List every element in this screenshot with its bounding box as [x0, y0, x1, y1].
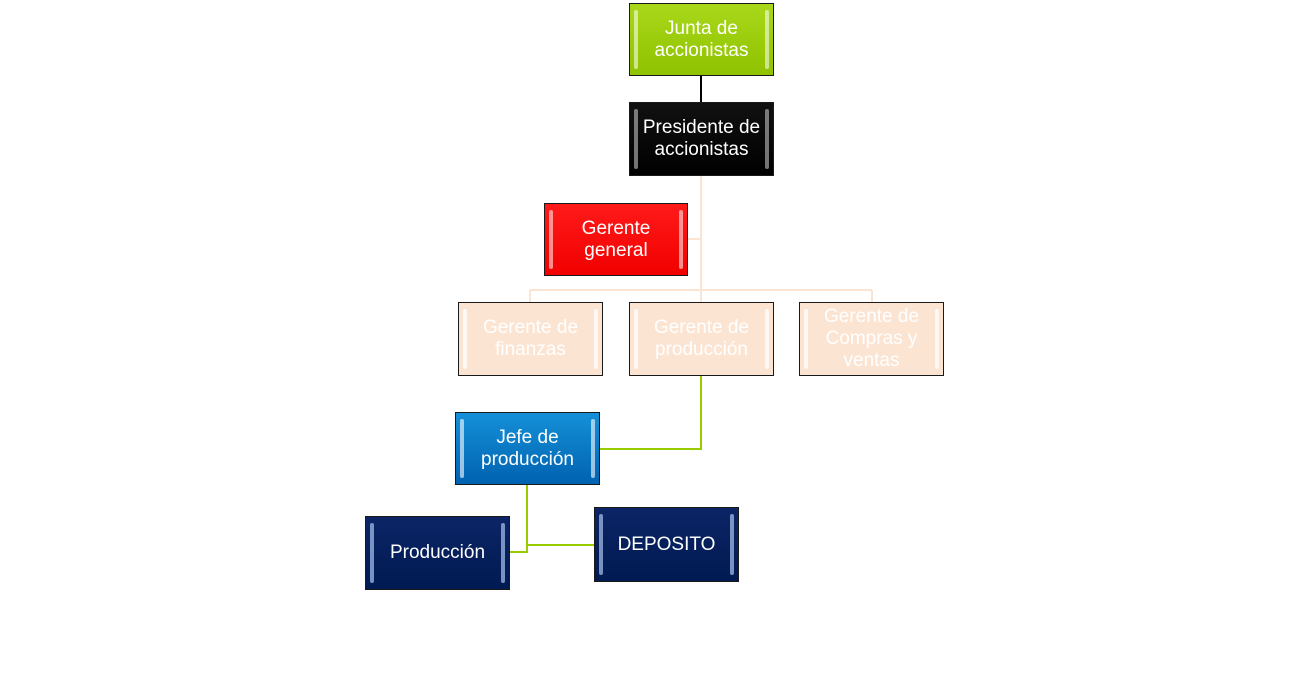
- produccion-box[interactable]: Producción: [365, 516, 510, 590]
- gerente-general-label: Gerente general: [581, 217, 651, 261]
- gerente-finanzas-label: Gerente de finanzas: [482, 317, 579, 360]
- deposito-box[interactable]: DEPOSITO: [594, 507, 739, 582]
- connector-green-group: [510, 376, 702, 553]
- junta-accionistas-label: Junta de accionistas: [654, 17, 749, 61]
- gerente-produccion-box[interactable]: Gerente de producción: [629, 302, 774, 376]
- presidente-box[interactable]: Presidente de accionistas: [629, 102, 774, 176]
- produccion-label: Producción: [389, 542, 486, 563]
- jefe-produccion-label: Jefe de producción: [481, 426, 574, 470]
- junta-accionistas-box[interactable]: Junta de accionistas: [629, 3, 774, 76]
- gerente-general-box[interactable]: Gerente general: [544, 203, 688, 276]
- deposito-label: DEPOSITO: [617, 533, 716, 555]
- jefe-produccion-box[interactable]: Jefe de producción: [455, 412, 600, 485]
- gerente-produccion-label: Gerente de producción: [653, 317, 750, 360]
- gerente-compras-label: Gerente de Compras y ventas: [823, 306, 920, 371]
- connector-faded-group: [529, 176, 873, 302]
- presidente-label: Presidente de accionistas: [642, 117, 761, 160]
- gerente-finanzas-box[interactable]: Gerente de finanzas: [458, 302, 603, 376]
- gerente-compras-box[interactable]: Gerente de Compras y ventas: [799, 302, 944, 376]
